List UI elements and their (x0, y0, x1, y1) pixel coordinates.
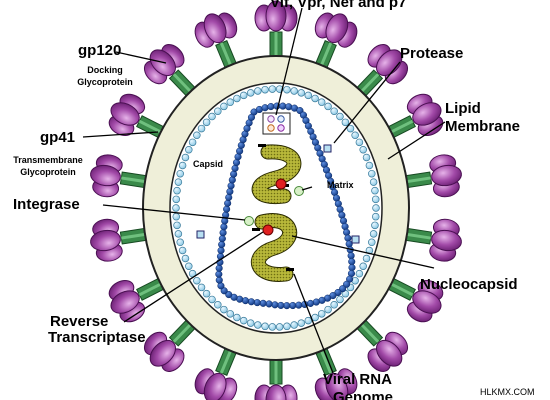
glycoprotein-spike (194, 12, 240, 74)
capsid-label: Capsid (193, 159, 224, 169)
matrix-label: Matrix (327, 180, 354, 190)
glycoprotein-spike (399, 154, 462, 198)
glycoprotein-spike (254, 353, 298, 400)
nucleocapsid-mark (258, 144, 266, 147)
glycoprotein-spike (254, 0, 298, 63)
gp41-desc-line1: Transmembrane (13, 155, 83, 165)
matrix-protein-ring (172, 85, 380, 331)
lipid-membrane-label-line2: Membrane (445, 118, 521, 135)
viral-rna-label-line2: Genome (333, 389, 394, 400)
viral-rna-label-line1: Viral RNA (323, 371, 392, 388)
gp120-label: gp120 (78, 42, 122, 59)
protease-square (351, 235, 360, 244)
glycoprotein-spike (399, 218, 462, 262)
reverse-transcriptase-dot (275, 178, 287, 190)
protease-square (196, 230, 205, 239)
gp120-desc-line2: Glycoprotein (77, 77, 133, 87)
glycoprotein-spike (352, 315, 409, 372)
leader-lines (82, 7, 446, 374)
lipid-membrane-label-line1: Lipid (445, 100, 481, 117)
reverse-transcriptase-label-line2: Transcriptase (48, 329, 146, 346)
integrase-dot (294, 186, 304, 196)
reverse-transcriptase-label-line1: Reverse (50, 313, 109, 330)
rna-genome (250, 144, 302, 282)
accessory-proteins-box (262, 112, 291, 135)
protease-label: Protease (400, 45, 464, 62)
gp41-desc-line2: Glycoprotein (20, 167, 76, 177)
vif-vpr-nef-p7-label: Vif, Vpr, Nef and p7 (270, 0, 407, 11)
nucleocapsid-mark (286, 268, 294, 271)
integrase-label: Integrase (13, 196, 80, 213)
reverse-transcriptase-dot (262, 224, 274, 236)
protease-square (323, 144, 332, 153)
watermark: HLKMX.COM (480, 387, 535, 397)
capsid-cone (215, 102, 356, 310)
gp120-desc-line1: Docking (87, 65, 123, 75)
glycoprotein-spike (90, 154, 153, 198)
integrase-dot (244, 216, 254, 226)
glycoprotein-spike (108, 93, 170, 141)
nucleocapsid-mark (252, 228, 260, 231)
gp41-label: gp41 (40, 129, 76, 146)
nucleocapsid-label: Nucleocapsid (420, 276, 518, 293)
